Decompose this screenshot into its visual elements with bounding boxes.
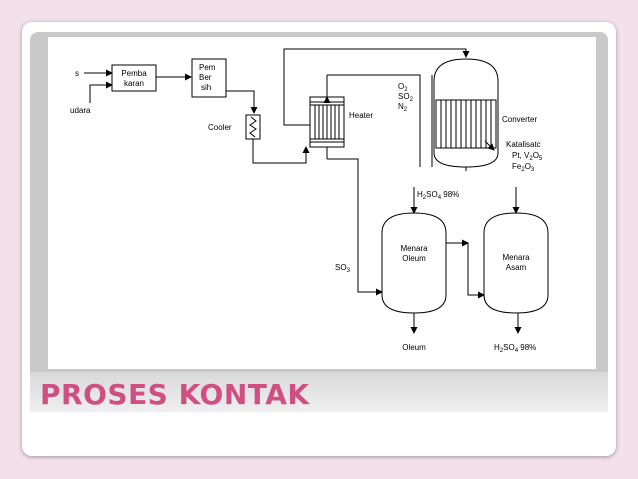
gas-o2-label: O2 bbox=[398, 82, 408, 93]
heater-top-plate bbox=[309, 101, 345, 106]
catalyst-line-3: Fe2O3 bbox=[512, 162, 535, 173]
catalyst-title: Katalisatc bbox=[506, 140, 541, 149]
acid-product-label: H2SO4 98% bbox=[494, 343, 536, 354]
heater-bottom-plate bbox=[309, 138, 345, 143]
pembersih-label-1: Pem bbox=[199, 63, 216, 72]
menara-oleum-label-1: Menara bbox=[400, 244, 428, 253]
slide-title-band bbox=[30, 372, 608, 412]
pembakaran-label-2: karan bbox=[124, 79, 144, 88]
menara-asam-label-1: Menara bbox=[502, 253, 530, 262]
gas-so2-label: SO2 bbox=[398, 92, 414, 103]
converter-vessel bbox=[433, 58, 499, 168]
so3-label: SO3 bbox=[335, 263, 351, 274]
heater-gas-outlet-line bbox=[327, 74, 421, 167]
menara-oleum-tower bbox=[381, 212, 447, 314]
gas-n2-label: N2 bbox=[398, 102, 408, 113]
pembakaran-box bbox=[111, 64, 157, 92]
process-diagram: s udara Pemba karan Pem Ber sih Cooler bbox=[48, 37, 596, 369]
cleaner-to-cooler-line bbox=[226, 90, 258, 114]
so3-line bbox=[327, 158, 383, 296]
pembersih-label-2: Ber bbox=[199, 73, 212, 82]
heater-to-converter-line bbox=[283, 48, 470, 126]
catalyst-pointer bbox=[484, 140, 495, 151]
process-flow-svg: s udara Pemba karan Pem Ber sih Cooler bbox=[70, 48, 549, 354]
oleum-product-label: Oleum bbox=[402, 343, 426, 352]
heater-label: Heater bbox=[349, 111, 373, 120]
menara-asam-tower bbox=[483, 212, 549, 314]
air-feed-line bbox=[89, 81, 113, 103]
cooler-coil-icon bbox=[249, 116, 257, 138]
input-air-label: udara bbox=[70, 106, 91, 115]
pembakaran-label-1: Pemba bbox=[121, 69, 147, 78]
oleum-to-asam-bottom-line bbox=[467, 243, 485, 299]
cooler-label: Cooler bbox=[208, 123, 232, 132]
pembersih-box bbox=[191, 58, 227, 98]
menara-oleum-label-2: Oleum bbox=[402, 254, 426, 263]
slide-title: PROSES KONTAK bbox=[40, 378, 310, 411]
cooler-to-heater-line bbox=[252, 139, 310, 164]
converter-label: Converter bbox=[502, 115, 537, 124]
acid-feed-label: H2SO4 98% bbox=[417, 190, 459, 201]
catalyst-line-2: Pt, V2O5 bbox=[512, 151, 543, 162]
menara-asam-label-2: Asam bbox=[506, 263, 527, 272]
input-sulfur-label: s bbox=[75, 69, 79, 78]
pembersih-label-3: sih bbox=[201, 83, 211, 92]
